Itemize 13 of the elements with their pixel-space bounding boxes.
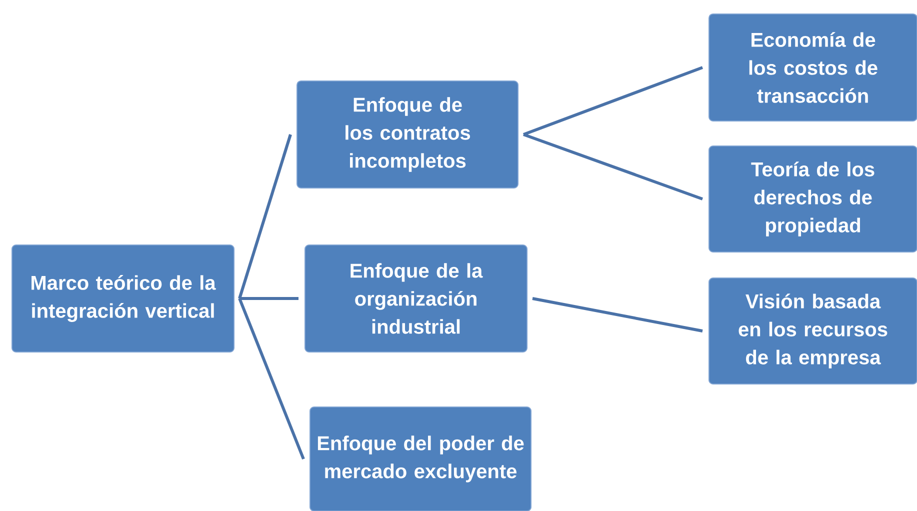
connector-line (523, 133, 704, 200)
connector-line (240, 297, 298, 300)
text-box: Enfoque de los contratos incompletos (296, 80, 518, 188)
text-box: Enfoque de la organización industrial (304, 244, 528, 352)
text-box: Enfoque del poder de mercado excluyente (310, 406, 532, 511)
connector-line (238, 134, 292, 299)
text-box: Teoría de los derechos de propiedad (708, 146, 917, 252)
text-box: Marco teórico de la integración vertical (12, 244, 234, 352)
text-box: Economía de los costos de transacción (708, 14, 917, 122)
connector-line (522, 66, 704, 136)
connector-line (238, 298, 305, 460)
connector-line (532, 297, 703, 332)
text-box: Visión basada en los recursos de la empresa (708, 278, 917, 384)
